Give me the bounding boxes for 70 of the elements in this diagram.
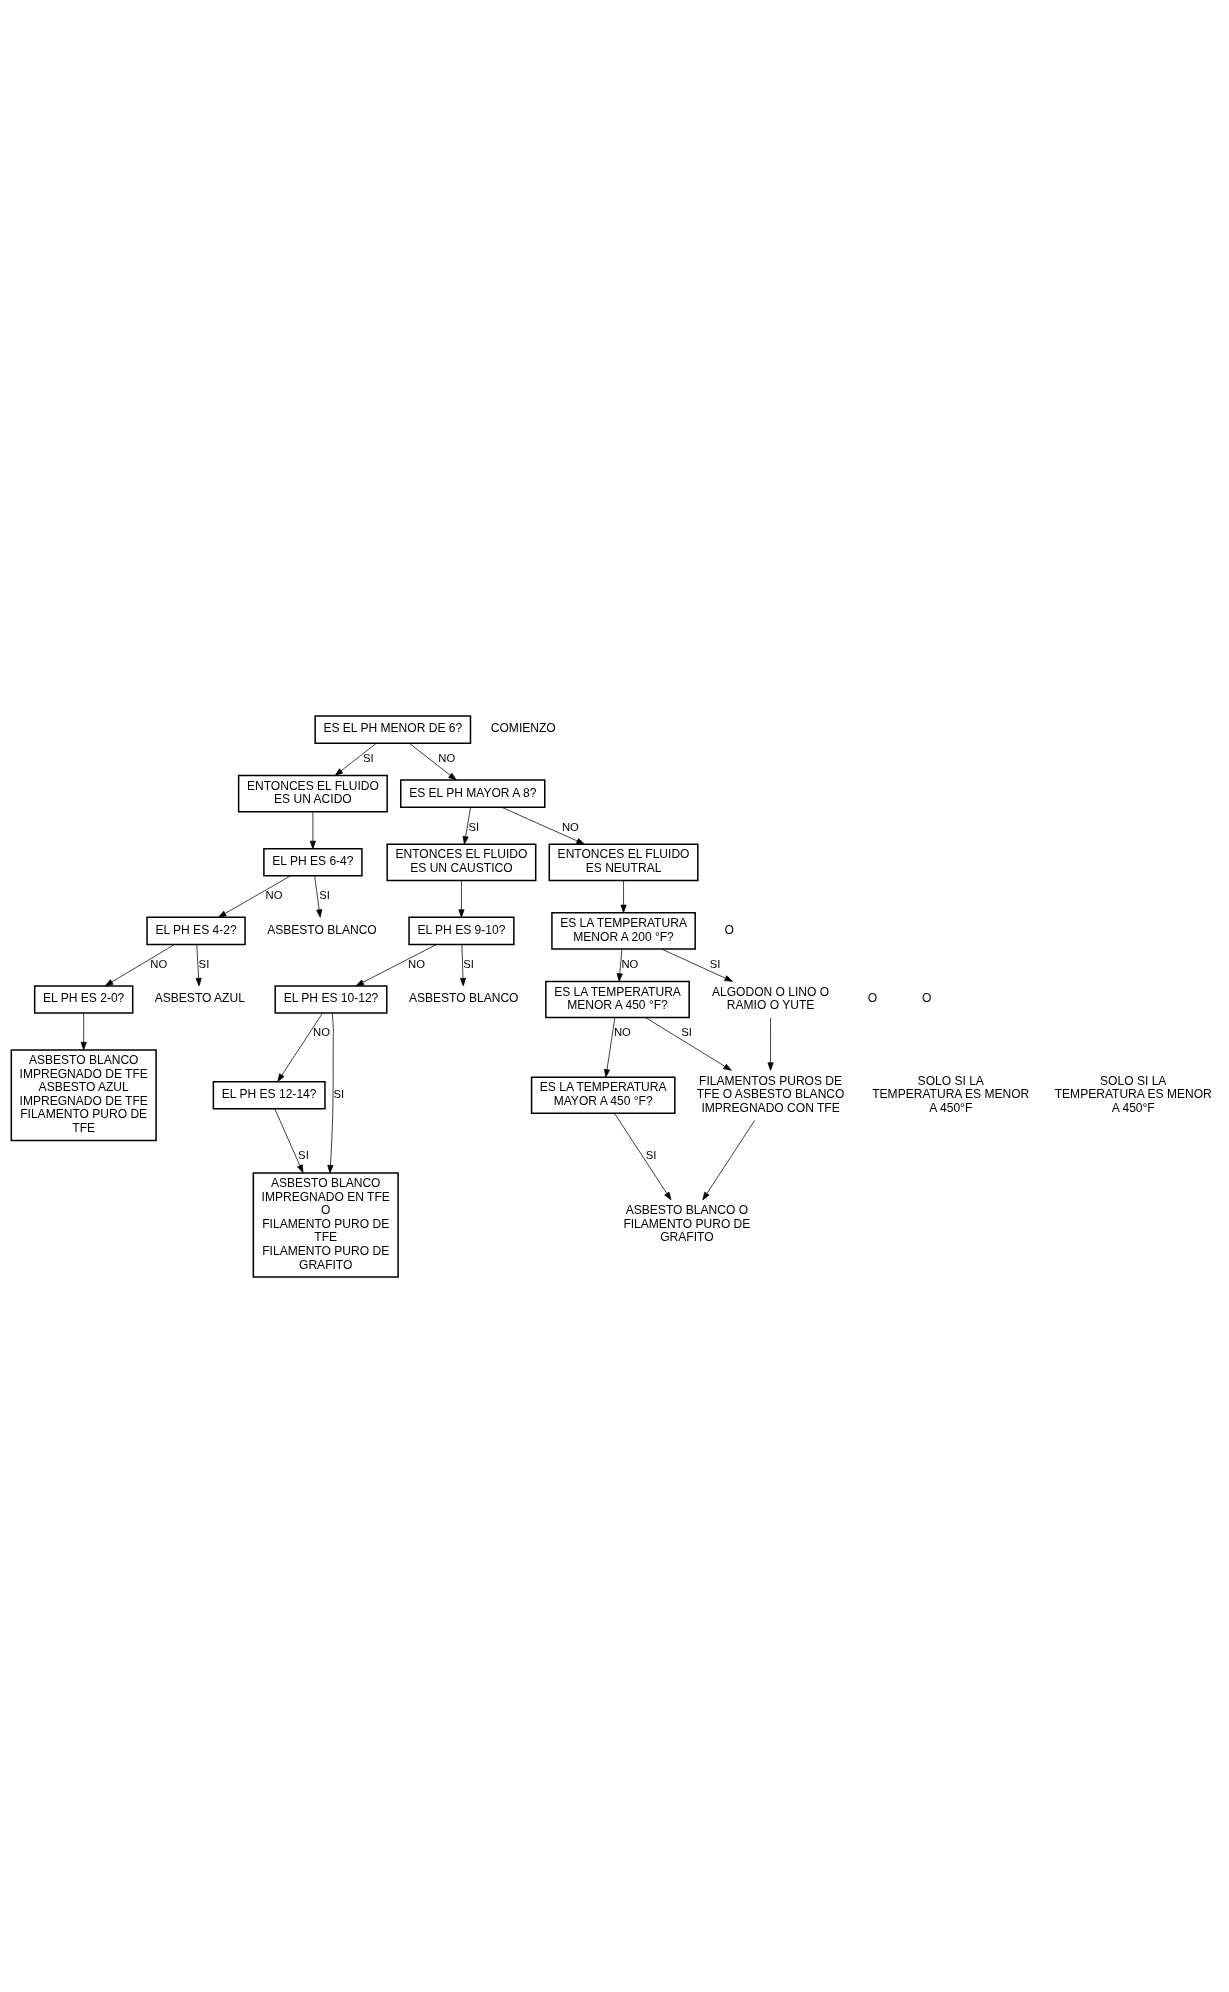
edge-label: NO <box>150 957 168 970</box>
edge-label: NO <box>313 1025 331 1038</box>
arrow <box>614 1112 672 1200</box>
node-text: ASBESTO AZUL <box>154 990 245 1005</box>
edge-label: NO <box>613 1025 631 1038</box>
edge-label: SI <box>681 1025 692 1038</box>
arrow <box>661 948 733 982</box>
arrow <box>80 1012 87 1050</box>
node-box: ASBESTO BLANCO IMPREGNADO DE TFE ASBESTO AZUL IMPREGNADO DE TFE FILAMENTO PURO DE TFE <box>10 1048 157 1141</box>
node-box: EL PH ES 6-4? <box>263 847 363 877</box>
arrow <box>645 1016 732 1071</box>
arrow <box>462 806 471 844</box>
node-box: ENTONCES EL FLUIDO ES UN ACIDO <box>237 774 388 813</box>
arrow <box>334 742 377 776</box>
edge-label: NO <box>408 957 426 970</box>
label: O <box>724 922 734 937</box>
edge-label: NO <box>265 888 283 901</box>
node-text: ASBESTO BLANCO <box>267 922 377 937</box>
node-box: EL PH ES 12-14? <box>212 1080 326 1110</box>
arrow <box>309 811 316 849</box>
arrow <box>355 943 437 986</box>
arrow <box>409 742 457 780</box>
label: O <box>921 990 932 1005</box>
edge-label: SI <box>333 1087 345 1100</box>
edge-label: SI <box>468 820 480 833</box>
edge-label: SI <box>463 957 474 970</box>
label: COMIENZO <box>490 720 556 735</box>
edge-label: SI <box>645 1148 657 1161</box>
arrow <box>195 943 202 986</box>
arrow <box>616 948 623 982</box>
edge-label: NO <box>621 957 639 970</box>
arrow <box>458 879 465 918</box>
node-text: ASBESTO BLANCO <box>408 990 519 1005</box>
label: SOLO SI LA TEMPERATURA ES MENOR A 450°F <box>872 1073 1030 1115</box>
arrow <box>274 1108 304 1173</box>
arrow <box>104 943 175 986</box>
arrow <box>460 943 467 986</box>
node-box: ES LA TEMPERATURA MENOR A 200 °F? <box>551 911 696 950</box>
node-box: ASBESTO BLANCO IMPREGNADO EN TFE O FILAMENTO PURO DE TFE FILAMENTO PURO DE GRAFITO <box>252 1171 399 1278</box>
arrow <box>767 1016 774 1071</box>
node-box: ES LA TEMPERATURA MENOR A 450 °F? <box>545 980 690 1018</box>
edge-label: SI <box>198 957 210 970</box>
label: SOLO SI LA TEMPERATURA ES MENOR A 450°F <box>1054 1073 1212 1115</box>
edge-label: SI <box>319 888 330 901</box>
edge-label: SI <box>298 1148 309 1161</box>
node-box: EL PH ES 9-10? <box>408 916 515 945</box>
node-box: EL PH ES 2-0? <box>33 984 134 1014</box>
node-box: ES EL PH MENOR DE 6? <box>314 714 472 744</box>
node-box: ENTONCES EL FLUIDO ES NEUTRAL <box>548 842 699 881</box>
node-box: EL PH ES 4-2? <box>146 916 246 945</box>
arrow <box>327 1012 334 1173</box>
node-text: ASBESTO BLANCO O FILAMENTO PURO DE GRAFITO <box>623 1202 751 1244</box>
arrow <box>277 1012 323 1082</box>
arrow <box>702 1119 755 1200</box>
edge-label: NO <box>561 820 579 833</box>
label: O <box>867 990 878 1005</box>
node-box: EL PH ES 10-12? <box>274 984 388 1014</box>
arrow <box>620 879 627 913</box>
arrow <box>501 806 585 844</box>
arrow <box>218 875 291 918</box>
node-text: ALGODON O LINO O RAMIO O YUTE <box>712 984 830 1012</box>
node-box: ES LA TEMPERATURA MAYOR A 450 °F? <box>530 1075 676 1114</box>
edge-label: SI <box>709 957 721 970</box>
arrow <box>604 1016 616 1077</box>
edge-label: NO <box>438 751 456 764</box>
edge-label: SI <box>362 751 374 764</box>
arrow <box>314 875 323 918</box>
node-text: FILAMENTOS PUROS DE TFE O ASBESTO BLANCO IMPREGNADO CON TFE <box>696 1073 845 1115</box>
node-box: ES EL PH MAYOR A 8? <box>400 778 546 808</box>
node-box: ENTONCES EL FLUIDO ES UN CAUSTICO <box>386 842 537 881</box>
